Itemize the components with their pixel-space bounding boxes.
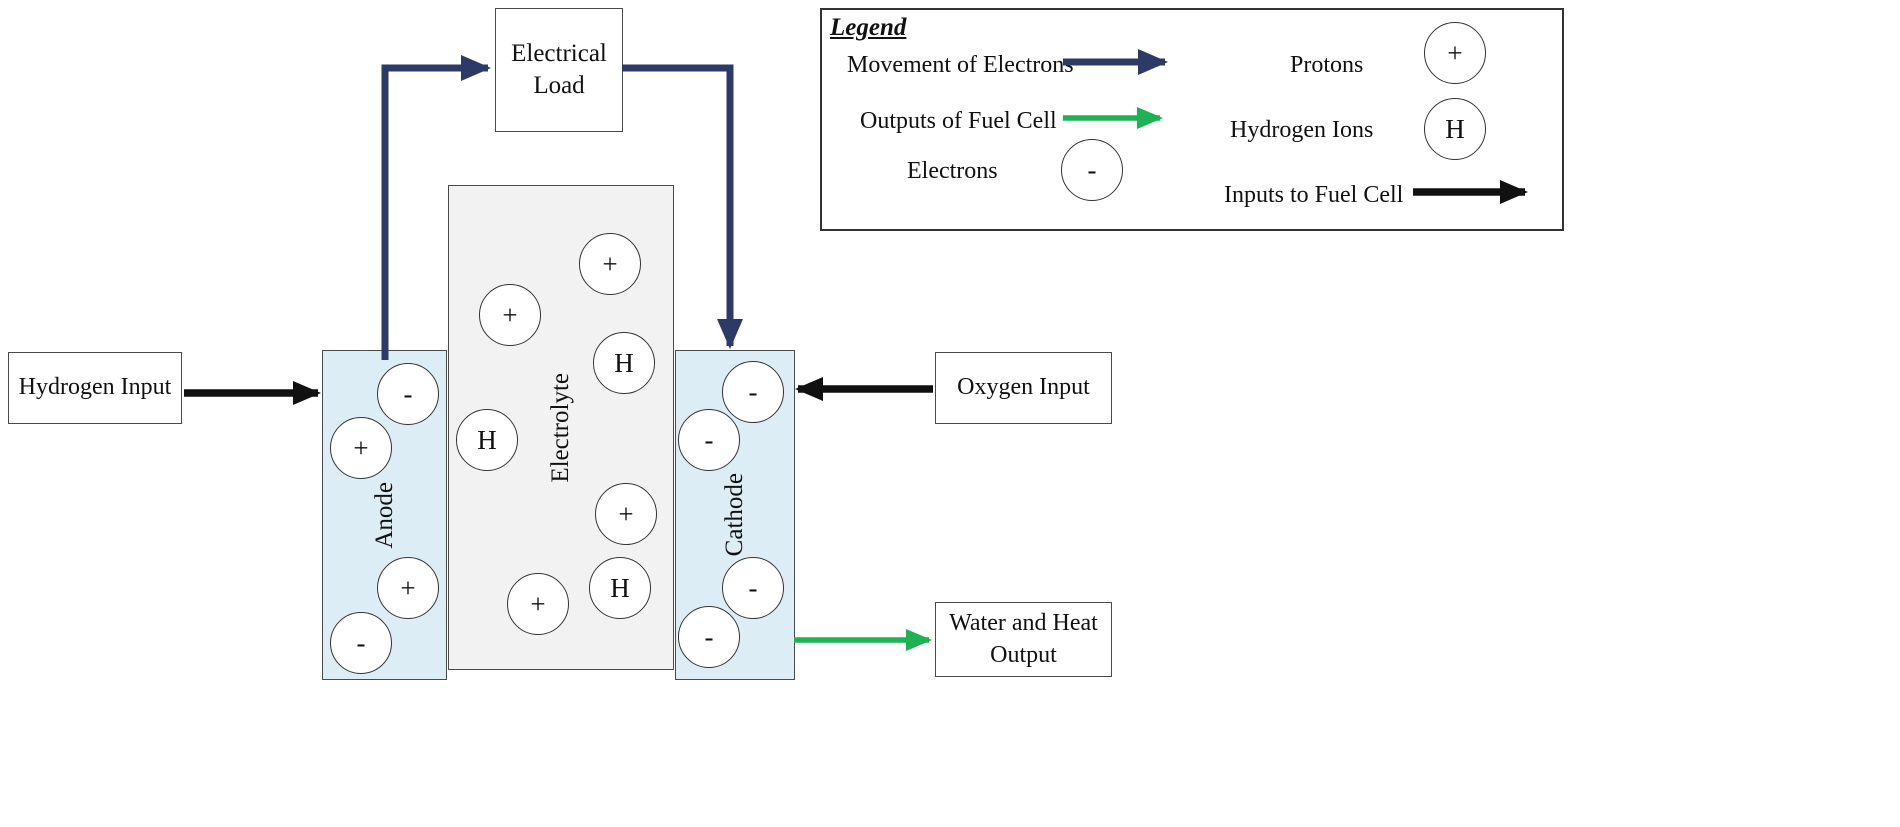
proton-particle: +	[479, 284, 541, 346]
proton-particle: +	[595, 483, 657, 545]
hydrogen-ion-particle: H	[456, 409, 518, 471]
legend-item-movement-of-electrons: Movement of Electrons	[847, 52, 1074, 78]
legend-hydrogen-ion-symbol: H	[1424, 98, 1486, 160]
water-heat-output-box: Water and Heat Output	[935, 602, 1112, 677]
electron-particle: -	[377, 363, 439, 425]
proton-particle: +	[579, 233, 641, 295]
legend-item-protons: Protons	[1290, 52, 1364, 78]
electrical-load-label: Electrical Load	[511, 39, 607, 100]
proton-particle: +	[330, 417, 392, 479]
proton-particle: +	[377, 557, 439, 619]
legend-item-electrons: Electrons	[907, 158, 998, 184]
water-heat-output-label: Water and Heat Output	[949, 610, 1098, 668]
hydrogen-ion-particle: H	[589, 557, 651, 619]
electron-particle: -	[678, 606, 740, 668]
hydrogen-ion-particle: H	[593, 332, 655, 394]
proton-particle: +	[507, 573, 569, 635]
electron-particle: -	[722, 361, 784, 423]
oxygen-input-box: Oxygen Input	[935, 352, 1112, 424]
hydrogen-input-label: Hydrogen Input	[18, 374, 172, 401]
cathode-label: Cathode	[721, 473, 748, 557]
electrolyte-label: Electrolyte	[547, 372, 574, 483]
legend: Legend Movement of Electrons Protons Out…	[820, 8, 1564, 231]
electron-particle: -	[722, 557, 784, 619]
electron-particle: -	[678, 409, 740, 471]
legend-item-hydrogen-ions: Hydrogen Ions	[1230, 117, 1374, 143]
legend-title: Legend	[830, 14, 907, 41]
legend-proton-symbol: +	[1424, 22, 1486, 84]
oxygen-input-label: Oxygen Input	[957, 374, 1090, 401]
legend-electron-symbol: -	[1061, 139, 1123, 201]
legend-item-inputs-to-fuel-cell: Inputs to Fuel Cell	[1224, 182, 1404, 208]
electrical-load-box: Electrical Load	[495, 8, 623, 132]
legend-item-outputs-of-fuel-cell: Outputs of Fuel Cell	[860, 108, 1057, 134]
anode-label: Anode	[370, 481, 398, 549]
electron-particle: -	[330, 612, 392, 674]
hydrogen-input-box: Hydrogen Input	[8, 352, 182, 424]
